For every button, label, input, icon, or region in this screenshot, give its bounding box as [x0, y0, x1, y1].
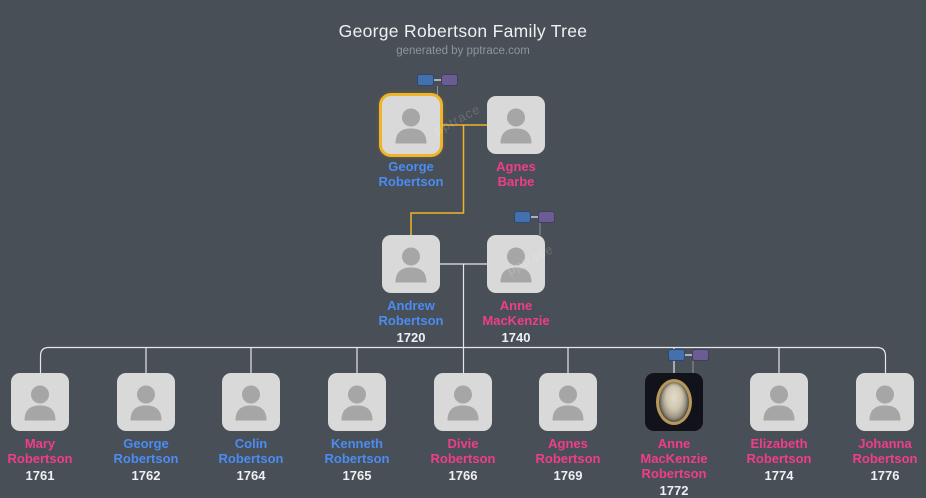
person-gen2-andrew-robertson: Andrew Robertson 1720 — [359, 235, 463, 345]
person-card[interactable] — [11, 373, 69, 431]
marriage-link-icon — [531, 216, 538, 218]
person-name: Agnes Robertson — [535, 436, 601, 466]
person-avatar-icon — [763, 385, 795, 421]
person-gen3-agnes-robertson: Agnes Robertson 1769 — [516, 373, 620, 483]
person-gen3-mary-robertson: Mary Robertson 1761 — [0, 373, 92, 483]
wife-chip-icon — [441, 74, 458, 86]
person-name: Anne MacKenzie Robertson — [640, 436, 708, 481]
person-name: Johanna Robertson — [852, 436, 918, 466]
person-gen1-george-robertson: George Robertson — [359, 96, 463, 189]
person-name: George Robertson — [378, 159, 444, 189]
person-avatar-icon — [869, 385, 901, 421]
person-gen3-divie-robertson: Divie Robertson 1766 — [411, 373, 515, 483]
person-avatar-icon — [235, 385, 267, 421]
page-title: George Robertson Family Tree — [338, 21, 588, 41]
person-card[interactable] — [487, 96, 545, 154]
person-gen1-agnes-barbe: Agnes Barbe — [464, 96, 568, 189]
person-gen3-george-robertson: George Robertson 1762 — [94, 373, 198, 483]
wife-chip-icon — [538, 211, 555, 223]
person-name: Kenneth Robertson — [324, 436, 390, 466]
person-avatar-icon — [395, 108, 427, 144]
person-year: 1769 — [553, 468, 583, 483]
portrait-image — [656, 379, 692, 425]
person-name: Colin Robertson — [218, 436, 284, 466]
children-bus-line — [39, 346, 887, 373]
person-gen3-kenneth-robertson: Kenneth Robertson 1765 — [305, 373, 409, 483]
person-avatar-icon — [341, 385, 373, 421]
person-card-portrait[interactable] — [645, 373, 703, 431]
person-avatar-icon — [130, 385, 162, 421]
person-name: Mary Robertson — [7, 436, 73, 466]
person-card[interactable] — [382, 96, 440, 154]
page-subtitle: generated by pptrace.com — [396, 45, 530, 57]
person-card[interactable] — [382, 235, 440, 293]
person-card[interactable] — [856, 373, 914, 431]
person-year: 1761 — [25, 468, 55, 483]
person-avatar-icon — [500, 108, 532, 144]
person-year: 1762 — [131, 468, 161, 483]
person-year: 1772 — [659, 483, 689, 498]
person-year: 1766 — [448, 468, 478, 483]
person-avatar-icon — [395, 247, 427, 283]
marriage-andrew-anne[interactable] — [514, 211, 555, 223]
husband-chip-icon — [668, 349, 685, 361]
person-name: Andrew Robertson — [378, 298, 444, 328]
person-year: 1720 — [396, 330, 426, 345]
person-gen3-elizabeth-robertson: Elizabeth Robertson 1774 — [727, 373, 831, 483]
husband-chip-icon — [514, 211, 531, 223]
person-gen2-anne-mackenzie: Anne MacKenzie 1740 — [464, 235, 568, 345]
person-card[interactable] — [487, 235, 545, 293]
person-year: 1764 — [236, 468, 266, 483]
person-year: 1740 — [501, 330, 531, 345]
person-gen3-anne-mackenzie-robertson: Anne MacKenzie Robertson 1772 — [622, 373, 726, 498]
person-card[interactable] — [539, 373, 597, 431]
person-gen3-colin-robertson: Colin Robertson 1764 — [199, 373, 303, 483]
person-card[interactable] — [222, 373, 280, 431]
person-avatar-icon — [500, 247, 532, 283]
person-card[interactable] — [117, 373, 175, 431]
person-card[interactable] — [434, 373, 492, 431]
person-name: George Robertson — [113, 436, 179, 466]
person-avatar-icon — [447, 385, 479, 421]
marriage-link-icon — [434, 79, 441, 81]
marriage-anne-mackenzie-robertson[interactable] — [668, 349, 709, 361]
person-card[interactable] — [750, 373, 808, 431]
person-name: Agnes Barbe — [496, 159, 536, 189]
person-gen3-johanna-robertson: Johanna Robertson 1776 — [833, 373, 926, 483]
marriage-link-icon — [685, 354, 692, 356]
person-card[interactable] — [328, 373, 386, 431]
person-avatar-icon — [24, 385, 56, 421]
person-avatar-icon — [552, 385, 584, 421]
wife-chip-icon — [692, 349, 709, 361]
husband-chip-icon — [417, 74, 434, 86]
person-year: 1765 — [342, 468, 372, 483]
person-year: 1774 — [764, 468, 794, 483]
person-name: Divie Robertson — [430, 436, 496, 466]
marriage-george-agnes[interactable] — [417, 74, 458, 86]
person-year: 1776 — [870, 468, 900, 483]
person-name: Anne MacKenzie — [482, 298, 550, 328]
person-name: Elizabeth Robertson — [746, 436, 812, 466]
